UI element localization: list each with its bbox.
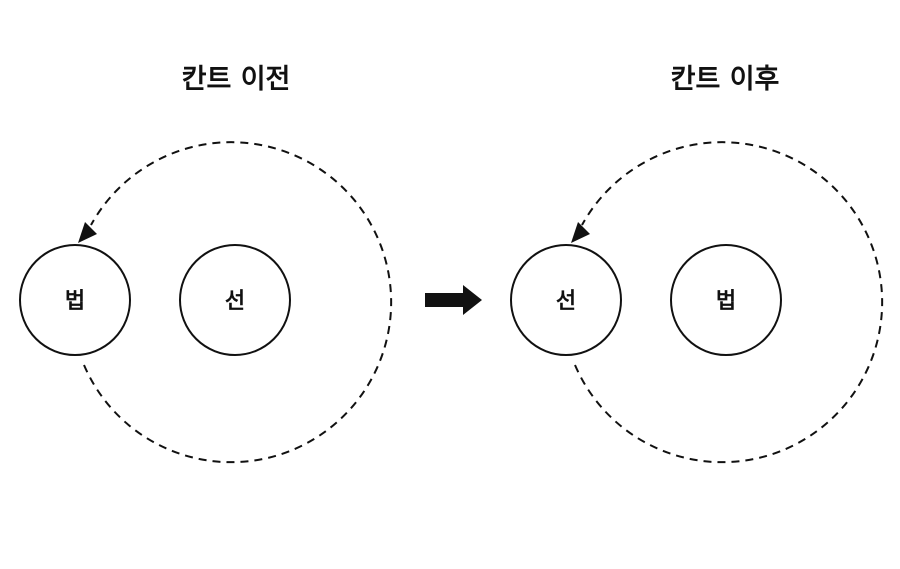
panel-after-kant: 칸트 이후 선 법 — [510, 64, 884, 464]
transition-arrow — [425, 285, 482, 315]
arrowhead-before — [78, 222, 97, 243]
node-center-before — [179, 244, 291, 356]
node-center-after — [670, 244, 782, 356]
panel-before-kant: 칸트 이전 법 선 — [19, 64, 393, 464]
node-label-center-before: 선 — [225, 289, 245, 314]
arrowhead-after — [571, 222, 590, 243]
panel-title-after: 칸트 이후 — [671, 64, 780, 95]
panel-title-before: 칸트 이전 — [182, 64, 291, 95]
node-left-after — [510, 244, 622, 356]
node-label-center-after: 법 — [716, 289, 736, 314]
node-label-left-before: 법 — [65, 289, 85, 314]
node-left-before — [19, 244, 131, 356]
node-label-left-after: 선 — [556, 289, 576, 314]
